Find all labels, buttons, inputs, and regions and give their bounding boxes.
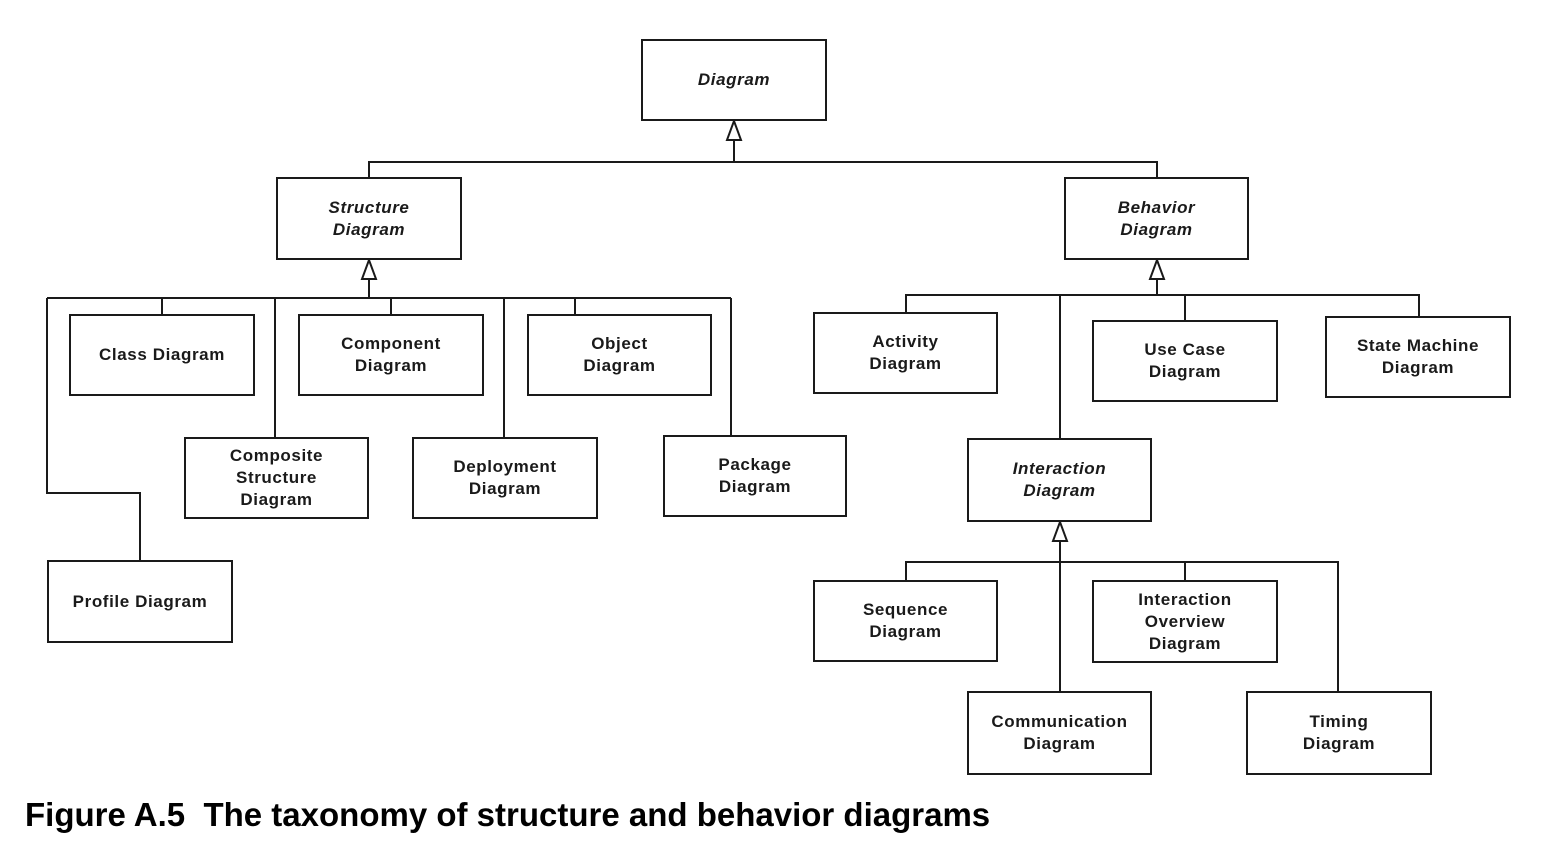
- node-label: State Machine Diagram: [1356, 336, 1480, 377]
- node-timing-diagram: Timing Diagram: [1246, 691, 1432, 775]
- node-activity-diagram: Activity Diagram: [813, 312, 998, 394]
- edge-behavior-bus: [905, 294, 1420, 316]
- node-state-machine-diagram: State Machine Diagram: [1325, 316, 1511, 398]
- generalization-arrow-structure: [360, 257, 378, 280]
- node-label: Profile Diagram: [72, 591, 208, 611]
- node-sequence-diagram: Sequence Diagram: [813, 580, 998, 662]
- figure-caption: Figure A.5 The taxonomy of structure and…: [25, 796, 991, 833]
- node-label: Structure Diagram: [328, 197, 410, 239]
- node-diagram: Diagram: [641, 39, 827, 121]
- node-label: Interaction Diagram: [1012, 459, 1107, 500]
- node-label: Communication Diagram: [991, 712, 1128, 753]
- node-label: Component Diagram: [341, 334, 441, 375]
- node-communication-diagram: Communication Diagram: [967, 691, 1152, 775]
- node-class-diagram: Class Diagram: [69, 314, 255, 396]
- generalization-arrow-interaction: [1051, 519, 1069, 542]
- node-label: Use Case Diagram: [1144, 340, 1226, 381]
- generalization-arrow-behavior: [1148, 257, 1166, 280]
- node-label: Object Diagram: [583, 334, 656, 375]
- node-deployment-diagram: Deployment Diagram: [412, 437, 598, 519]
- edge-diagram-children-bus: [368, 161, 1158, 177]
- node-label: Sequence Diagram: [862, 600, 949, 641]
- node-label: Diagram: [697, 70, 771, 89]
- node-label: Interaction Overview Diagram: [1138, 589, 1232, 653]
- node-label: Timing Diagram: [1302, 712, 1376, 753]
- node-profile-diagram: Profile Diagram: [47, 560, 233, 643]
- node-label: Activity Diagram: [869, 332, 942, 373]
- node-label: Deployment Diagram: [453, 457, 557, 498]
- node-structure-diagram: Structure Diagram: [276, 177, 462, 260]
- node-object-diagram: Object Diagram: [527, 314, 712, 396]
- node-interaction-diagram: Interaction Diagram: [967, 438, 1152, 522]
- node-label: Composite Structure Diagram: [229, 446, 324, 509]
- node-use-case-diagram: Use Case Diagram: [1092, 320, 1278, 402]
- edge-interaction-bus: [905, 561, 1339, 691]
- node-interaction-overview-diagram: Interaction Overview Diagram: [1092, 580, 1278, 663]
- generalization-arrow-diagram: [725, 118, 743, 141]
- node-package-diagram: Package Diagram: [663, 435, 847, 517]
- node-label: Class Diagram: [99, 345, 225, 364]
- node-label: Package Diagram: [718, 455, 792, 496]
- edge-profile: [46, 298, 141, 560]
- node-label: Behavior Diagram: [1117, 197, 1196, 239]
- node-component-diagram: Component Diagram: [298, 314, 484, 396]
- node-behavior-diagram: Behavior Diagram: [1064, 177, 1249, 260]
- node-composite-structure-diagram: Composite Structure Diagram: [184, 437, 369, 519]
